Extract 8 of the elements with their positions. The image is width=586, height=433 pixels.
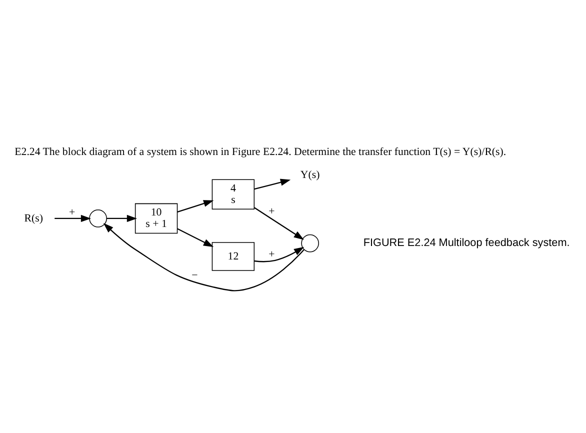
node-text: R(s) [24, 212, 43, 224]
diagram-title: E2.24 The block diagram of a system is shown in Figure E2.24. Determine the transfer function T(s) = Y(s)/R(s). [14, 145, 506, 158]
caption: FIGURE E2.24 Multiloop feedback system. [363, 236, 570, 249]
edge-label: − [192, 268, 198, 281]
node-text: Y(s) [300, 168, 320, 180]
edge-label: + [68, 206, 76, 218]
edge-label: + [268, 248, 275, 260]
edge-label: + [268, 205, 275, 218]
